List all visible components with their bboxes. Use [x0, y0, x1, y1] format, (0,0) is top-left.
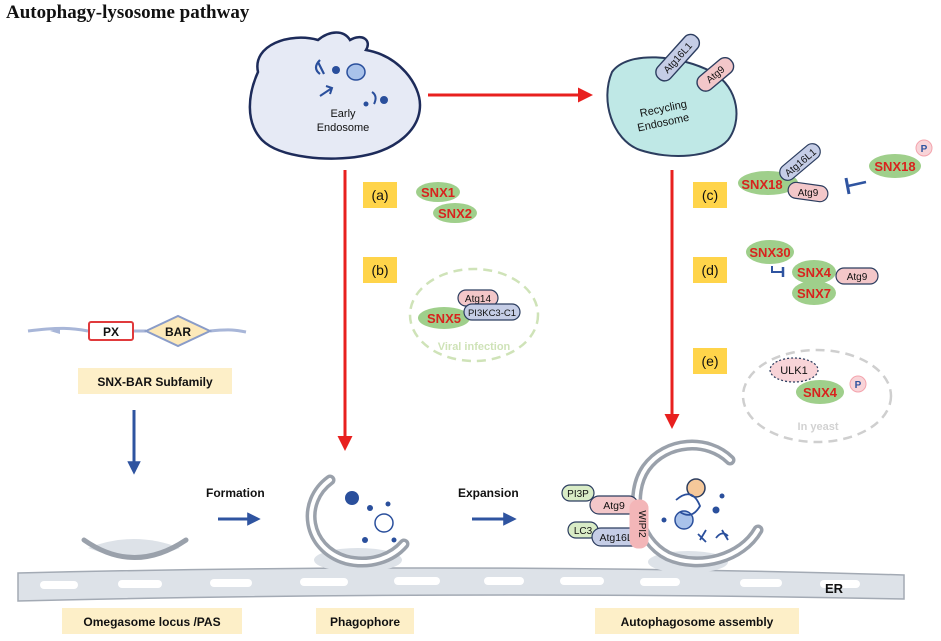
assembly-protein-complex: PI3P Atg9 LC3 Atg16L1 WIPI2: [561, 484, 649, 549]
tag-b: (b): [363, 257, 397, 283]
tag-e: (e): [693, 348, 727, 374]
snx4-label-d: SNX4: [797, 265, 832, 280]
recycling-endosome: Atg16L1 Atg9 Recycling Endosome: [606, 33, 738, 157]
svg-text:(d): (d): [701, 262, 718, 278]
atg9-label-assembly: Atg9: [603, 500, 625, 512]
er-label: ER: [825, 581, 844, 596]
bar-domain-label: BAR: [165, 325, 191, 339]
svg-text:(b): (b): [371, 262, 388, 278]
wipi2-label: WIPI2: [636, 510, 647, 538]
px-domain-label: PX: [103, 325, 119, 339]
tag-a: (a): [363, 182, 397, 208]
snx7-label: SNX7: [797, 286, 831, 301]
tag-d: (d): [693, 257, 727, 283]
formation-label: Formation: [206, 486, 265, 500]
early-endosome: Early Endosome: [248, 31, 422, 160]
atg9-protein-recycling: Atg9: [696, 56, 735, 92]
phagophore-caption: Phagophore: [316, 608, 414, 634]
phospho-label-c: P: [921, 144, 928, 155]
snx18-label: SNX18: [741, 177, 782, 192]
svg-text:Phagophore: Phagophore: [330, 615, 400, 629]
omegasome-caption: Omegasome locus /PAS: [62, 608, 242, 634]
snx-bar-caption: SNX-BAR Subfamily: [97, 375, 213, 389]
panel-b-complex: SNX5 Atg14 PI3KC3-C1 Viral infection: [408, 267, 540, 363]
panel-c-complex: SNX18 Atg16L1 Atg9 SNX18 P: [738, 139, 933, 203]
snx1-label: SNX1: [421, 185, 455, 200]
snx30-label: SNX30: [749, 245, 790, 260]
viral-infection-label: Viral infection: [438, 341, 511, 353]
snx-bar-domain-diagram: PX BAR SNX-BAR Subfamily: [27, 314, 247, 394]
svg-text:(c): (c): [702, 187, 718, 203]
svg-text:(e): (e): [701, 353, 718, 369]
phospho-label-e: P: [855, 380, 862, 391]
atg16l1-label-assembly: Atg16L1: [599, 532, 638, 544]
expansion-label: Expansion: [458, 486, 519, 500]
svg-text:(a): (a): [371, 187, 388, 203]
snx2-label: SNX2: [438, 206, 472, 221]
pi3kc3-label: PI3KC3-C1: [468, 308, 516, 319]
svg-text:Autophagosome assembly: Autophagosome assembly: [621, 615, 774, 629]
figure-title: Autophagy-lysosome pathway: [6, 2, 250, 23]
panel-a-snx: SNX1 SNX2: [416, 182, 477, 223]
early-endosome-label-2: Endosome: [317, 122, 370, 134]
tag-c: (c): [693, 182, 727, 208]
panel-e-complex: ULK1 SNX4 P In yeast: [741, 348, 893, 444]
snx5-label: SNX5: [427, 311, 461, 326]
phagophore-structure: [305, 474, 410, 572]
in-yeast-label: In yeast: [798, 421, 839, 433]
pi3p-label: PI3P: [567, 489, 589, 500]
autophagosome-structure: [631, 439, 764, 573]
omegasome-structure: [81, 537, 189, 560]
autophagosome-caption: Autophagosome assembly: [595, 608, 799, 634]
svg-text:Omegasome locus /PAS: Omegasome locus /PAS: [83, 615, 220, 629]
lc3-label: LC3: [574, 526, 593, 537]
atg9-label-d: Atg9: [847, 272, 868, 283]
panel-d-complex: SNX30 SNX4 SNX7 Atg9: [746, 240, 879, 305]
snx18-phospho-label: SNX18: [874, 159, 915, 174]
atg9-label-c: Atg9: [798, 188, 819, 199]
ulk1-label: ULK1: [780, 365, 808, 377]
early-endosome-label-1: Early: [330, 108, 356, 120]
atg14-label: Atg14: [465, 294, 492, 305]
snx4-label-e: SNX4: [803, 385, 838, 400]
er-membrane: ER: [17, 567, 905, 602]
